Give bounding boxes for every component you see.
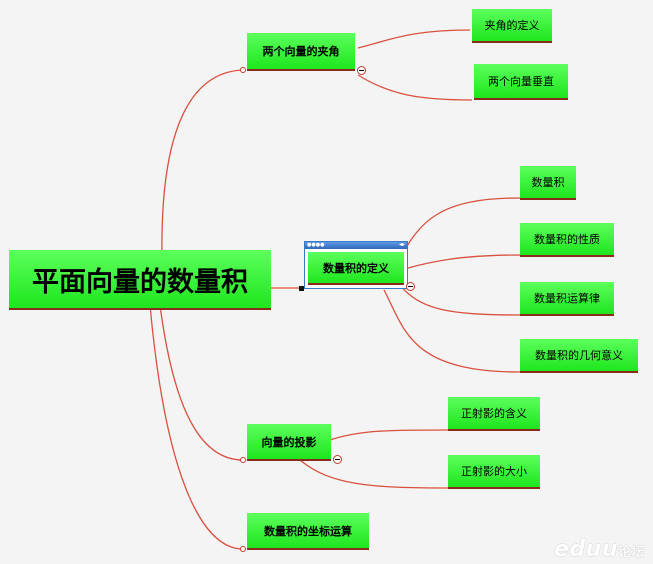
watermark-suffix: 论坛 <box>617 545 645 560</box>
branch-node-angle[interactable]: 两个向量的夹角 <box>247 33 355 71</box>
link-def-child3 <box>399 284 521 316</box>
leaf-node[interactable]: 两个向量垂直 <box>474 64 568 100</box>
collapse-toggle-icon[interactable] <box>357 66 366 75</box>
link-def-child2 <box>407 254 521 269</box>
branch-label: 两个向量的夹角 <box>262 45 340 58</box>
link-proj-child2 <box>299 459 449 489</box>
leaf-label: 数量积的几何意义 <box>535 349 623 362</box>
leaf-label: 数量积 <box>531 176 565 189</box>
link-root-coordinate <box>149 304 244 550</box>
leaf-label: 两个向量垂直 <box>488 75 554 88</box>
leaf-node[interactable]: 数量积的几何意义 <box>520 339 638 373</box>
link-def-child4 <box>383 289 521 373</box>
link-root-angle <box>161 69 244 259</box>
branch-anchor <box>240 67 246 73</box>
link-angle-child1 <box>357 29 471 49</box>
link-angle-child2 <box>357 74 473 101</box>
branch-anchor <box>240 457 246 463</box>
link-proj-child1 <box>329 429 449 441</box>
leaf-label: 数量积运算律 <box>534 292 600 305</box>
selected-branch-node-definition[interactable]: ●●●● ◂▸ 数量积的定义 <box>304 241 408 289</box>
watermark-logo: eduu论坛 <box>554 537 645 562</box>
watermark-brand: eduu <box>553 537 618 562</box>
leaf-label: 正射影的含义 <box>461 407 527 420</box>
branch-label: 数量积的坐标运算 <box>264 524 352 538</box>
collapse-toggle-icon[interactable] <box>406 282 415 291</box>
root-label: 平面向量的数量积 <box>32 266 248 298</box>
link-root-projection <box>159 304 244 461</box>
branch-node-coordinate[interactable]: 数量积的坐标运算 <box>247 513 369 550</box>
resize-arrows-icon[interactable]: ◂▸ <box>398 241 405 248</box>
selection-titlebar[interactable]: ●●●● ◂▸ <box>305 242 407 249</box>
window-titlebar-icon: ●●●● <box>307 242 325 248</box>
branch-node-definition[interactable]: 数量积的定义 <box>308 252 404 285</box>
leaf-node[interactable]: 数量积运算律 <box>520 282 614 316</box>
leaf-node[interactable]: 正射影的大小 <box>448 455 540 489</box>
branch-node-projection[interactable]: 向量的投影 <box>247 424 331 461</box>
root-node[interactable]: 平面向量的数量积 <box>9 250 271 310</box>
leaf-label: 夹角的定义 <box>484 19 540 32</box>
leaf-node[interactable]: 数量积 <box>520 166 576 200</box>
collapse-toggle-icon[interactable] <box>333 455 342 464</box>
leaf-node[interactable]: 正射影的含义 <box>448 397 540 431</box>
leaf-node[interactable]: 夹角的定义 <box>472 9 552 43</box>
leaf-label: 正射影的大小 <box>461 465 527 478</box>
branch-anchor <box>240 546 246 552</box>
branch-label: 向量的投影 <box>261 435 317 449</box>
leaf-label: 数量积的性质 <box>534 233 600 246</box>
link-def-child1 <box>397 197 521 263</box>
branch-label: 数量积的定义 <box>323 261 389 275</box>
connector-handle[interactable] <box>299 286 304 291</box>
leaf-node[interactable]: 数量积的性质 <box>520 223 614 257</box>
